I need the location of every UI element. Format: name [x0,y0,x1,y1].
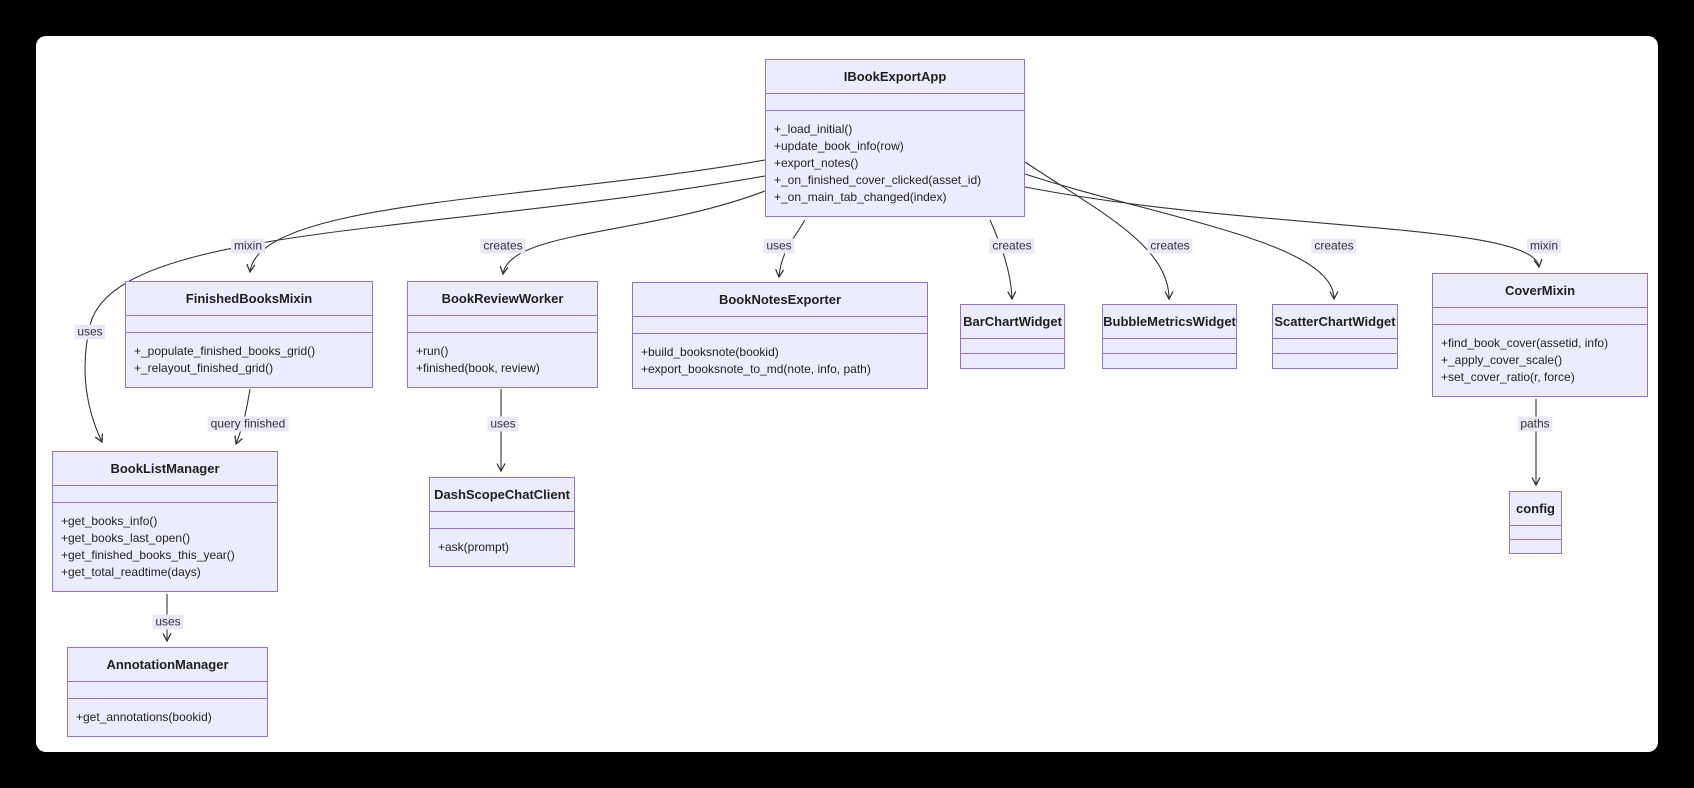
class-booklistmanager: BookListManager +get_books_info() +get_b… [52,451,278,592]
class-booknotesexporter: BookNotesExporter +build_booksnote(booki… [632,282,928,389]
edge-label-creates: creates [1311,238,1357,254]
class-covermixin: CoverMixin +find_book_cover(assetid, inf… [1432,273,1648,397]
edge-label-creates: creates [989,238,1035,254]
class-methods: +_populate_finished_books_grid() +_relay… [126,333,372,387]
edge-label-uses: uses [763,238,795,254]
method: +_relayout_finished_grid() [134,361,274,375]
class-title: BookReviewWorker [408,282,597,316]
class-config: config [1509,491,1562,554]
class-title: BookListManager [53,452,277,486]
class-attributes-empty [633,317,927,334]
class-title: BubbleMetricsWidget [1103,305,1236,339]
method: +_populate_finished_books_grid() [134,344,316,358]
class-bubblemetricswidget: BubbleMetricsWidget [1102,304,1237,369]
class-methods-empty [961,354,1064,368]
class-scatterchartwidget: ScatterChartWidget [1272,304,1398,369]
class-bookreviewworker: BookReviewWorker +run() +finished(book, … [407,281,598,388]
class-annotationmanager: AnnotationManager +get_annotations(booki… [67,647,268,737]
method: +_on_finished_cover_clicked(asset_id) [774,173,982,187]
method: +finished(book, review) [416,361,540,375]
edge-label-mixin: mixin [1526,238,1562,254]
class-finishedbooksmixin: FinishedBooksMixin +_populate_finished_b… [125,281,373,388]
method: +get_annotations(bookid) [76,710,212,724]
class-attributes-empty [53,486,277,503]
class-methods-empty [1510,540,1561,553]
edge-label-uses: uses [74,324,106,340]
edge-label-creates: creates [480,238,526,254]
edge-label-uses: uses [487,416,519,432]
method: +find_book_cover(assetid, info) [1441,336,1609,350]
class-attributes-empty [1510,526,1561,540]
method: +get_books_last_open() [61,531,191,545]
class-title: DashScopeChatClient [430,478,574,512]
class-title: BarChartWidget [961,305,1064,339]
method: +ask(prompt) [438,540,510,554]
class-methods: +ask(prompt) [430,529,574,566]
class-dashscopechatclient: DashScopeChatClient +ask(prompt) [429,477,575,567]
method: +export_booksnote_to_md(note, info, path… [641,362,871,376]
class-attributes-empty [126,316,372,333]
method: +update_book_info(row) [774,139,904,153]
method: +get_books_info() [61,514,158,528]
class-attributes-empty [68,682,267,699]
method: +_load_initial() [774,122,853,136]
method: +run() [416,344,449,358]
edge-label-paths: paths [1517,416,1553,432]
method: +get_finished_books_this_year() [61,548,235,562]
class-attributes-empty [1103,339,1236,354]
class-title: BookNotesExporter [633,283,927,317]
edge-label-mixin: mixin [230,238,266,254]
class-methods-empty [1103,354,1236,368]
class-attributes-empty [430,512,574,529]
class-methods-empty [1273,354,1397,368]
class-attributes-empty [1273,339,1397,354]
class-attributes-empty [1433,308,1647,325]
class-title: CoverMixin [1433,274,1647,308]
class-methods: +get_books_info() +get_books_last_open()… [53,503,277,591]
edge-label-uses: uses [152,614,184,630]
class-attributes-empty [766,94,1024,111]
class-title: ScatterChartWidget [1273,305,1397,339]
class-methods: +find_book_cover(assetid, info) +_apply_… [1433,325,1647,396]
class-attributes-empty [961,339,1064,354]
class-barchartwidget: BarChartWidget [960,304,1065,369]
method: +export_notes() [774,156,859,170]
method: +build_booksnote(bookid) [641,345,779,359]
method: +_apply_cover_scale() [1441,353,1563,367]
method: +_on_main_tab_changed(index) [774,190,947,204]
class-attributes-empty [408,316,597,333]
class-methods: +get_annotations(bookid) [68,699,267,736]
class-methods: +run() +finished(book, review) [408,333,597,387]
class-title: config [1510,492,1561,526]
method: +get_total_readtime(days) [61,565,201,579]
class-title: FinishedBooksMixin [126,282,372,316]
class-title: IBookExportApp [766,60,1024,94]
class-methods: +_load_initial() +update_book_info(row) … [766,111,1024,216]
class-ibookexportapp: IBookExportApp +_load_initial() +update_… [765,59,1025,217]
edge-label-creates: creates [1147,238,1193,254]
class-methods: +build_booksnote(bookid) +export_booksno… [633,334,927,388]
edge-label-query-finished: query finished [207,416,289,432]
method: +set_cover_ratio(r, force) [1441,370,1575,384]
class-title: AnnotationManager [68,648,267,682]
